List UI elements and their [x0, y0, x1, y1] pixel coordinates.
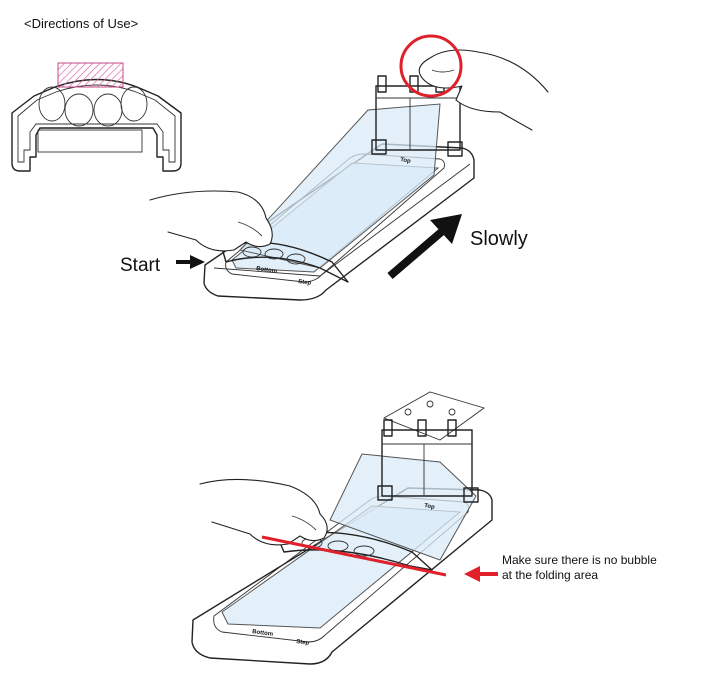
tab-highlight-circle [399, 34, 463, 98]
tray-label-step: Step [298, 279, 312, 287]
folding-line [261, 535, 447, 577]
start-arrow [176, 255, 205, 269]
guide-tower [371, 75, 463, 157]
film-sheet-2 [329, 453, 477, 561]
step2-illustration: Top Bottom Step Make sure there is no bu… [191, 391, 657, 665]
slowly-label: Slowly [470, 228, 528, 250]
hand-top [418, 49, 549, 131]
tray-label-top-2: Top [424, 503, 436, 511]
tray-label-bottom-2: Bottom [252, 629, 274, 638]
directions-title: <Directions of Use> [24, 16, 138, 31]
hand-step2 [199, 478, 328, 546]
film-sheet [239, 103, 441, 269]
start-label: Start [120, 255, 161, 276]
tray-base-2 [191, 487, 493, 665]
bubble-note-line2: at the folding area [502, 568, 598, 582]
protector-hatch [57, 62, 124, 88]
bubble-warning-arrow [464, 566, 498, 582]
tray-base [203, 143, 475, 301]
step1-illustration: Top Bottom Step Start Slowly [120, 34, 549, 301]
tray-label-top: Top [400, 157, 412, 165]
tray-label-bottom: Bottom [256, 266, 278, 275]
bubble-note-line1: Make sure there is no bubble [502, 553, 657, 567]
tray-label-step-2: Step [296, 639, 310, 647]
top-card [382, 391, 486, 441]
guide-tower-2 [377, 419, 479, 503]
hand-bottom [149, 190, 273, 252]
slowly-arrow [387, 214, 462, 280]
device-side-view [11, 62, 182, 172]
